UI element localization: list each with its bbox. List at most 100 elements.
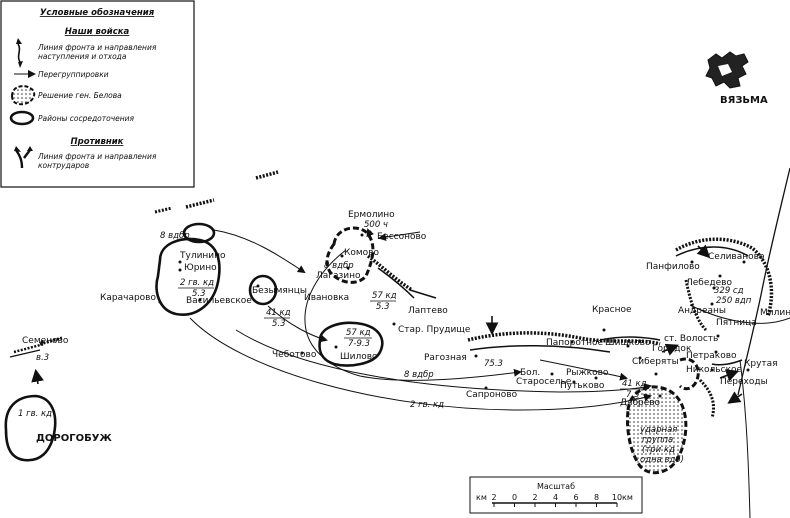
place-perekhody: Переходы <box>720 377 768 387</box>
unit-41kd-top: 41 кд <box>266 308 291 318</box>
place-ermolino: Ермолино <box>348 210 395 220</box>
place-st-volost: ст. Волость <box>664 334 718 344</box>
unit-755: 75.3 <box>484 359 503 369</box>
unit-41kd-bot: 5.3 <box>272 319 286 329</box>
strike-group-3: (три кд <box>642 445 675 455</box>
unit-8vdbr-a: 8 вдбр <box>160 231 190 241</box>
place-krutaya: Крутая <box>744 359 778 369</box>
place-milino: Милино <box>760 308 790 318</box>
place-pankovo: Панфилово <box>646 262 700 272</box>
unit-63: в.3 <box>36 353 49 363</box>
legend-box: Условные обозначения Наши войска Линия ф… <box>0 0 195 188</box>
unit-57kd2-bot: 7-9.3 <box>348 339 370 349</box>
place-lagazino: Лагазино <box>316 271 361 281</box>
unit-329: 329 сд <box>714 286 744 296</box>
railway-lines <box>689 167 790 518</box>
place-dorogobuzh: ДОРОГОБУЖ <box>36 433 112 444</box>
place-labels: Ермолино Бессоново Комово Лагазино Ивано… <box>22 210 790 444</box>
scale-tick-label: 2 <box>532 493 537 502</box>
legend-item-2-text: Перегруппировки <box>38 70 109 79</box>
place-sapronovo: Сапроново <box>466 390 518 400</box>
legend-item-1-text: Линия фронта и направления <box>37 43 157 52</box>
unit-41kd3-bot: 7.3 <box>626 390 640 400</box>
scale-unit-left: км <box>476 493 487 502</box>
scale-tick-label: 8 <box>594 493 599 502</box>
place-laptevo: Лаптево <box>408 306 448 316</box>
place-rykhkovo: Рыжково <box>566 368 609 378</box>
place-putkovo: Путьково <box>560 381 605 391</box>
unit-1gvkd: 1 гв. кд <box>18 409 52 419</box>
area-1gvkd <box>4 394 57 462</box>
scale-title: Масштаб <box>537 482 575 491</box>
unit-2gvkd-bot: 5.3 <box>192 289 206 299</box>
belov-decision-areas <box>325 226 700 475</box>
place-siberyaty: Сиберяты <box>632 357 679 367</box>
our-advance-arrows <box>31 244 743 404</box>
legend-item-1-text2: наступления и отхода <box>38 52 127 61</box>
place-ragoznaya: Рагозная <box>424 353 467 363</box>
area-8vdbr-a <box>182 222 216 244</box>
place-pyatnitsa: Пятница <box>716 318 757 328</box>
enemy-front-lines <box>9 170 774 419</box>
unit-57kd-top: 57 кд <box>372 291 397 301</box>
legend-enemy-text: Линия фронта и направления <box>37 152 157 161</box>
regroup-arrows <box>189 228 652 411</box>
unit-8vdbr-b: 8 вдбр <box>324 261 354 271</box>
place-ivanovka: Ивановка <box>304 293 349 303</box>
place-dyabrevo: Дябрево <box>620 398 661 408</box>
unit-57kd-bot: 5.3 <box>376 302 390 312</box>
area-41kd <box>248 274 278 306</box>
strike-group-4: одна вдб) <box>640 455 684 465</box>
place-bessonovo: Бессоново <box>377 232 427 242</box>
scale-tick-label: 6 <box>573 493 578 502</box>
concentration-area-icon <box>9 110 35 126</box>
place-staroselye: Староселье <box>516 377 572 387</box>
place-nikolskoe: Никольское <box>686 365 743 375</box>
unit-250: 250 вдп <box>716 296 752 306</box>
scale-tick-label: 4 <box>553 493 558 502</box>
place-bol: Бол. <box>520 368 540 378</box>
legend-item-3-text: Решение ген. Белова <box>38 91 122 100</box>
place-vasilyevskoe: Васильевское <box>186 296 252 306</box>
place-yurino: Юрино <box>184 263 217 273</box>
settlement-markers <box>40 230 750 398</box>
scale-unit-right: км <box>622 493 633 502</box>
place-gorodok: Городок <box>652 344 692 354</box>
place-petrakovo: Петраково <box>686 351 737 361</box>
legend-title: Условные обозначения <box>40 7 155 18</box>
scale-bar: Масштаб км км 2 0 2 4 6 8 10 <box>469 476 643 514</box>
place-selivanovo: Селиваново <box>708 252 765 262</box>
place-karacharovo: Карачарово <box>100 293 156 303</box>
area-2gvkd <box>155 237 221 316</box>
place-chebotovo: Чеботово <box>272 350 317 360</box>
place-shishkovo: Шишково <box>605 338 651 348</box>
scale-tick-label: 0 <box>512 493 517 502</box>
unit-2gvkd-top: 2 гв. кд <box>180 278 214 288</box>
unit-57kd2-top: 57 кд <box>346 328 371 338</box>
legend-our-header: Наши войска <box>65 27 130 37</box>
vyazma-label: ВЯЗЬМА <box>720 95 768 106</box>
place-andreany: Андреаны <box>678 306 726 316</box>
place-semenovo: Семеново <box>22 336 69 346</box>
legend-item-4-text: Районы сосредоточения <box>38 114 135 123</box>
place-lebedevo: Лебедево <box>686 278 732 288</box>
place-shilovo: Шилово <box>340 352 378 362</box>
legend-enemy-header: Противник <box>71 137 124 147</box>
unit-41kd3-top: 41 кд <box>622 379 647 389</box>
unit-8vdbr-c: 8 вдбр <box>404 370 434 380</box>
scale-tick-label: 2 <box>491 493 496 502</box>
strike-group-2: группа <box>642 435 673 445</box>
scale-tick-label: 10 <box>612 493 622 502</box>
place-star-prudishche: Стар. Прудище <box>398 325 471 335</box>
legend-enemy-text2: контрударов <box>38 161 89 170</box>
enemy-front-line-icon <box>14 146 33 169</box>
unit-labels: 8 вдбр 2 гв. кд 5.3 41 кд 5.3 500 ч 8 вд… <box>18 220 752 465</box>
place-bezymyantsy: Безымянцы <box>252 286 307 296</box>
place-krasnoe: Красное <box>592 305 632 315</box>
unit-500: 500 ч <box>364 220 388 230</box>
place-komovo: Комово <box>344 248 379 258</box>
strike-group-1: ударная <box>639 425 677 435</box>
front-line-arrow-icon <box>16 38 23 68</box>
unit-2gvkd-line: 2 гв. кд <box>410 400 444 410</box>
